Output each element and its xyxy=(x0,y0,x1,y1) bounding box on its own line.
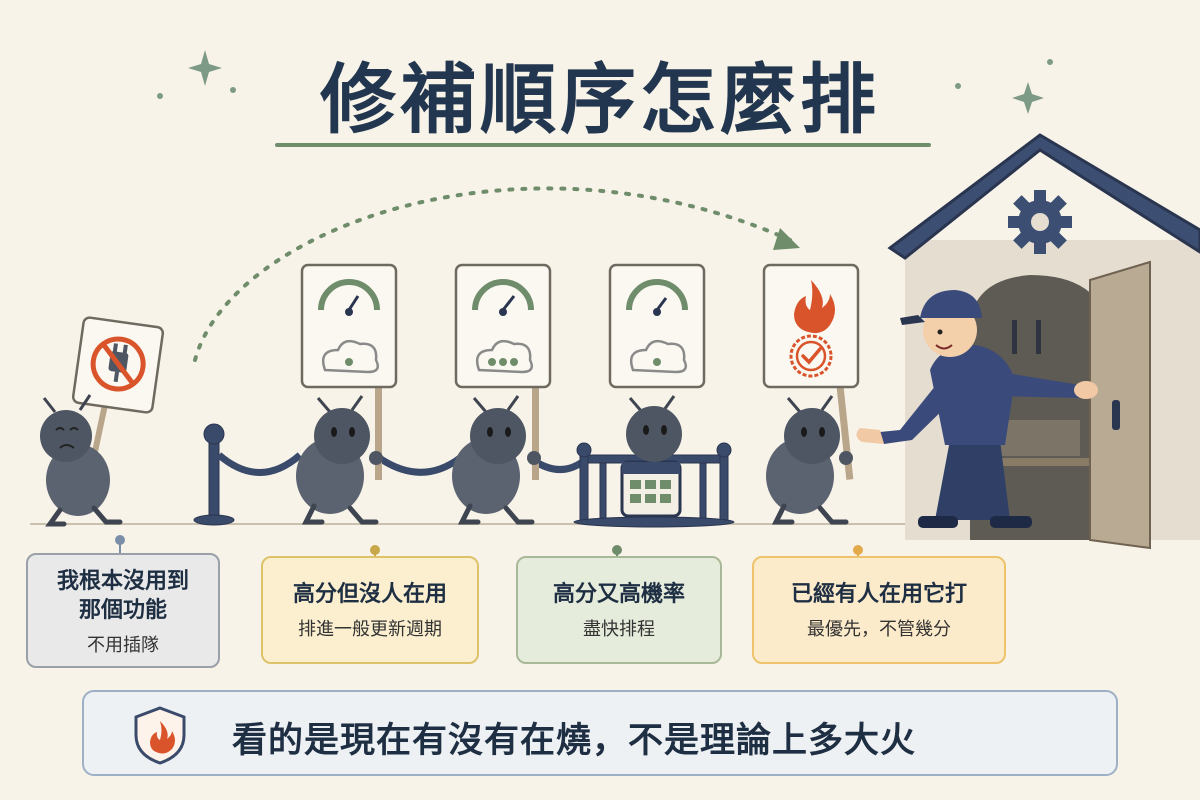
callout-title-line2: 那個功能 xyxy=(78,598,167,623)
calendar-icon xyxy=(620,460,682,518)
callout-high-score-likely: 高分又高機率 盡快排程 xyxy=(516,556,722,664)
gauge-icon xyxy=(626,279,688,316)
summary-banner: 看的是現在有沒有在燒，不是理論上多大火 xyxy=(82,690,1118,776)
cloud-icon xyxy=(321,339,379,374)
bug-3 xyxy=(452,395,541,525)
gauge-icon xyxy=(318,279,380,316)
callout-high-score-unused: 高分但沒人在用 排進一般更新週期 xyxy=(261,556,479,664)
banner-text: 看的是現在有沒有在燒，不是理論上多大火 xyxy=(232,721,917,761)
sign-gauge-2 xyxy=(454,263,552,480)
callout-title: 已經有人在用它打 xyxy=(790,582,967,607)
shield-fire-icon xyxy=(134,706,186,765)
callout-title: 高分但沒人在用 xyxy=(292,582,447,607)
callout-not-used: 我根本沒用到 那個功能 不用插隊 xyxy=(26,553,220,668)
sparkle-decoration xyxy=(157,50,1053,114)
bug-5 xyxy=(766,395,853,525)
callout-title: 高分又高機率 xyxy=(552,582,685,607)
check-badge-icon xyxy=(789,334,833,378)
skip-arrow xyxy=(193,186,800,362)
bug-sad xyxy=(40,394,123,527)
technician xyxy=(856,290,1098,528)
cloud-icon xyxy=(629,339,687,374)
page-title: 修補順序怎麼排 xyxy=(320,55,880,144)
callout-subtitle: 盡快排程 xyxy=(583,619,655,640)
callout-subtitle: 排進一般更新週期 xyxy=(298,619,442,640)
sign-gauge-1 xyxy=(300,263,398,480)
callout-subtitle: 不用插隊 xyxy=(87,635,159,656)
bug-2 xyxy=(296,395,383,525)
title-underline xyxy=(275,143,931,147)
callout-subtitle: 最優先，不管幾分 xyxy=(807,619,951,640)
fire-icon xyxy=(794,280,835,334)
gear-icon xyxy=(1008,190,1072,254)
bug-4 xyxy=(626,395,682,462)
callout-title: 我根本沒用到 xyxy=(56,569,189,594)
sign-fire xyxy=(762,263,860,480)
sign-gauge-3 xyxy=(608,263,706,389)
callout-exploited: 已經有人在用它打 最優先，不管幾分 xyxy=(752,556,1006,664)
gauge-icon xyxy=(472,279,534,316)
no-plug-icon xyxy=(90,336,146,392)
cloud-dots-icon xyxy=(475,339,533,374)
